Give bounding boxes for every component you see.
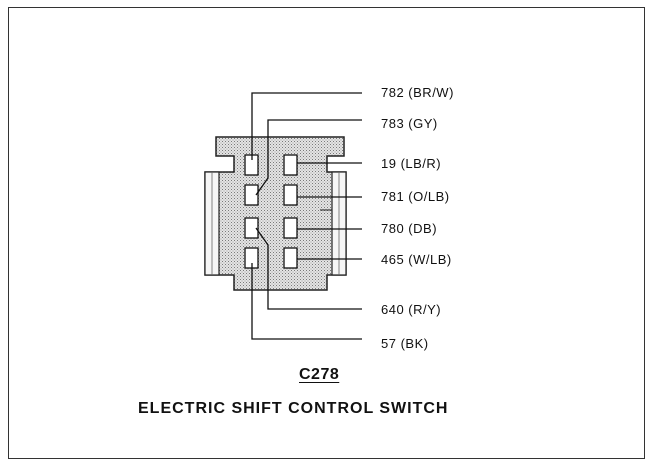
pin-label-6: 465 (W/LB) <box>381 252 452 267</box>
pin-cavities <box>244 154 298 269</box>
leader-782 <box>251 92 362 160</box>
leader-57 <box>251 263 362 340</box>
pin-label-5: 780 (DB) <box>381 221 437 236</box>
diagram-frame <box>8 7 645 459</box>
leader-783 <box>255 119 362 196</box>
pin-label-4: 781 (O/LB) <box>381 189 450 204</box>
cavity-2 <box>244 184 259 206</box>
pin-labels: 782 (BR/W) 783 (GY) 19 (LB/R) 781 (O/LB)… <box>381 85 454 351</box>
connector-title: ELECTRIC SHIFT CONTROL SWITCH <box>138 400 449 417</box>
cavity-5 <box>283 154 298 176</box>
connector-id: C278 <box>299 366 340 383</box>
cavity-8 <box>283 247 298 269</box>
pin-label-1: 782 (BR/W) <box>381 85 454 100</box>
cavity-7 <box>283 217 298 239</box>
cavity-3 <box>244 217 259 239</box>
pin-label-7: 640 (R/Y) <box>381 302 441 317</box>
cavity-6 <box>283 184 298 206</box>
pin-label-8: 57 (BK) <box>381 336 429 351</box>
leader-lines <box>251 92 362 340</box>
leader-640 <box>255 227 362 310</box>
connector-body <box>204 136 347 291</box>
pin-label-2: 783 (GY) <box>381 116 438 131</box>
pin-label-3: 19 (LB/R) <box>381 156 441 171</box>
